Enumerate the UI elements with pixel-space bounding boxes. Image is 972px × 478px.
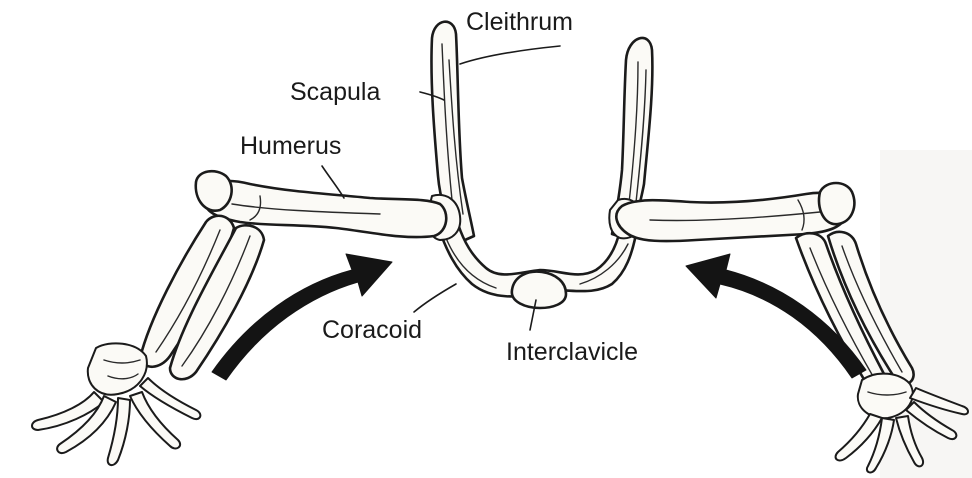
left-carpals: [88, 343, 147, 394]
coracoid-leader: [414, 284, 456, 312]
label-coracoid: Coracoid: [322, 316, 422, 344]
paper-shading: [880, 150, 972, 478]
interclavicle-bone: [512, 272, 566, 308]
right-carpals: [858, 374, 913, 419]
shoulder-girdle: [428, 22, 653, 308]
label-humerus: Humerus: [240, 132, 341, 160]
label-interclavicle: Interclavicle: [506, 338, 638, 366]
right-elbow: [819, 183, 854, 224]
cleithrum-leader: [460, 46, 560, 64]
label-scapula: Scapula: [290, 78, 380, 106]
label-cleithrum: Cleithrum: [466, 8, 573, 36]
left-elbow: [196, 171, 232, 210]
